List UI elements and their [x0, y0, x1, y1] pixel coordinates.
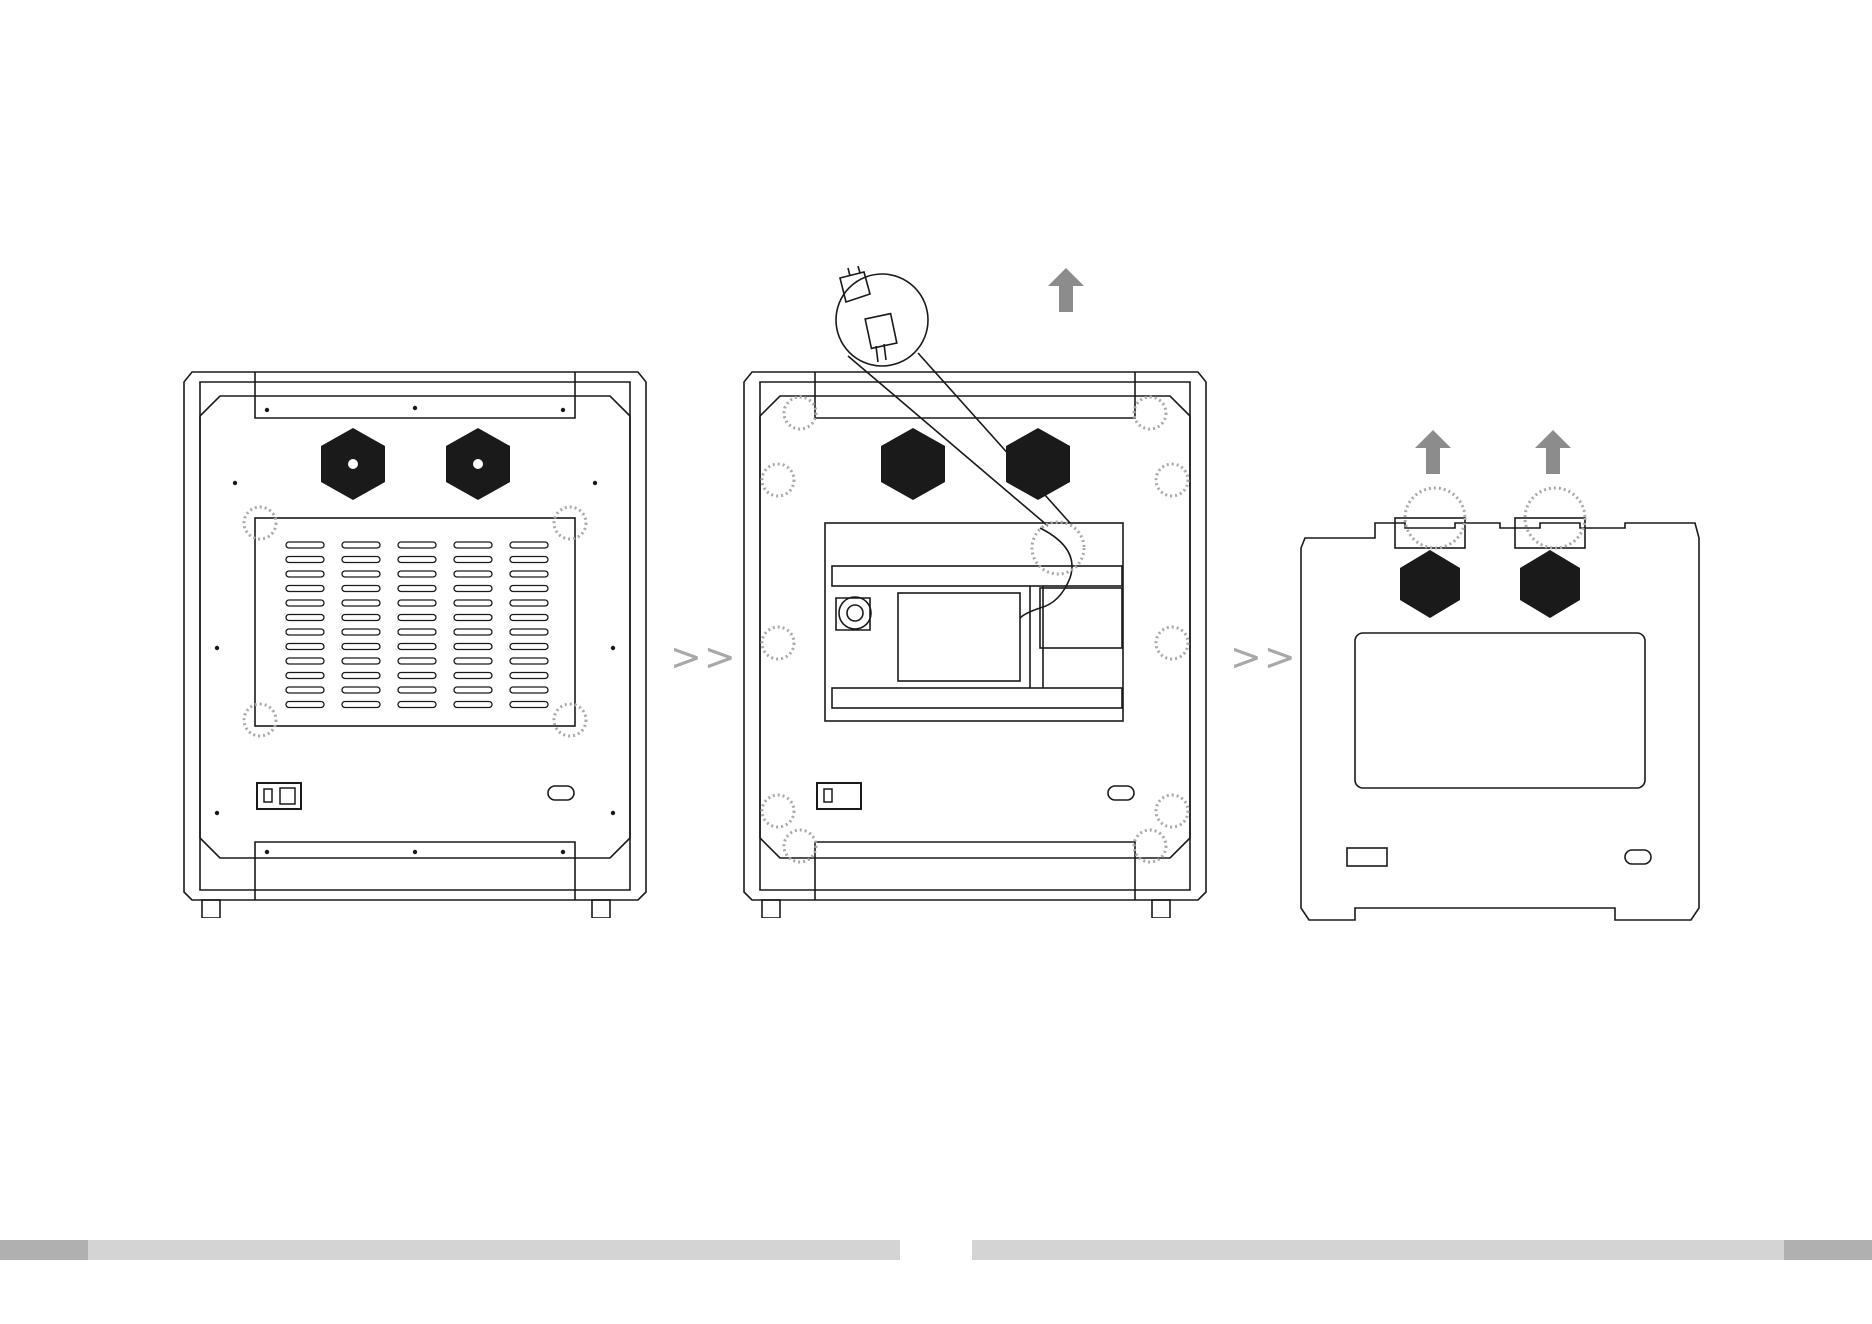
vent-slot [454, 600, 492, 606]
vent-slot [454, 687, 492, 693]
vent-slot [454, 557, 492, 563]
step-separator: >> [670, 638, 738, 676]
vent-slot [398, 600, 436, 606]
vent-slot [286, 571, 324, 577]
panel-1-printer-rear [180, 368, 650, 918]
vent-slot [510, 542, 548, 548]
vent-slot [398, 644, 436, 650]
step-separator: >> [1230, 638, 1298, 676]
vent-slot [454, 571, 492, 577]
vent-slot [398, 687, 436, 693]
vent-slot [510, 600, 548, 606]
vent-slot [510, 673, 548, 679]
vent-slot [286, 542, 324, 548]
footer-bar-right [972, 1240, 1784, 1260]
vent-slot [398, 629, 436, 635]
fan-grille-icon [1520, 550, 1580, 618]
vent-slot [398, 615, 436, 621]
vent-slot [454, 644, 492, 650]
footer-bar-left-accent [0, 1240, 88, 1260]
footer-bar-left [88, 1240, 900, 1260]
vent-slot [342, 658, 380, 664]
footer-bar-right-accent [1784, 1240, 1872, 1260]
vent-slot [510, 629, 548, 635]
vent-slot [510, 658, 548, 664]
vent-slot [286, 702, 324, 708]
vent-slot [342, 673, 380, 679]
vent-slot [454, 702, 492, 708]
up-arrow-icon [1415, 430, 1451, 474]
vent-slot [398, 571, 436, 577]
vent-slot [342, 687, 380, 693]
vent-slot [398, 557, 436, 563]
vent-slot [454, 673, 492, 679]
vent-slot [286, 600, 324, 606]
vent-slot [510, 571, 548, 577]
vent-slot [342, 600, 380, 606]
vent-slot [342, 557, 380, 563]
vent-slot [510, 687, 548, 693]
fan-grille-icon [1400, 550, 1460, 618]
vent-slot [286, 644, 324, 650]
vent-slot [286, 586, 324, 592]
vent-slot [342, 615, 380, 621]
vent-slot [286, 658, 324, 664]
fan-grille-icon [881, 428, 945, 500]
vent-slot [510, 557, 548, 563]
fan-grille-icon [321, 428, 385, 500]
vent-slot [398, 702, 436, 708]
vent-slot [510, 644, 548, 650]
fan-grille-icon [446, 428, 510, 500]
vent-slot [454, 658, 492, 664]
vent-slot [342, 644, 380, 650]
vent-slot [454, 615, 492, 621]
vent-slot [398, 542, 436, 548]
vent-slot [286, 673, 324, 679]
up-arrow-icon [1048, 268, 1084, 312]
vent-slot [286, 629, 324, 635]
panel-2-printer-rear-open [740, 258, 1210, 918]
vent-slot [454, 542, 492, 548]
vent-slot [398, 586, 436, 592]
vent-slot [286, 687, 324, 693]
vent-slot [510, 586, 548, 592]
vent-slot [510, 702, 548, 708]
vent-slot [286, 557, 324, 563]
vent-slot [342, 542, 380, 548]
vent-slot [342, 629, 380, 635]
fan-grille-icon [1006, 428, 1070, 500]
up-arrow-icon [1535, 430, 1571, 474]
vent-slot [454, 586, 492, 592]
vent-slot [342, 571, 380, 577]
vent-slot [342, 586, 380, 592]
vent-slot [510, 615, 548, 621]
vent-slot [342, 702, 380, 708]
panel-3-top-panel [1295, 428, 1705, 928]
vent-slot [398, 673, 436, 679]
vent-slot [398, 658, 436, 664]
vent-slot [286, 615, 324, 621]
vent-slot [454, 629, 492, 635]
